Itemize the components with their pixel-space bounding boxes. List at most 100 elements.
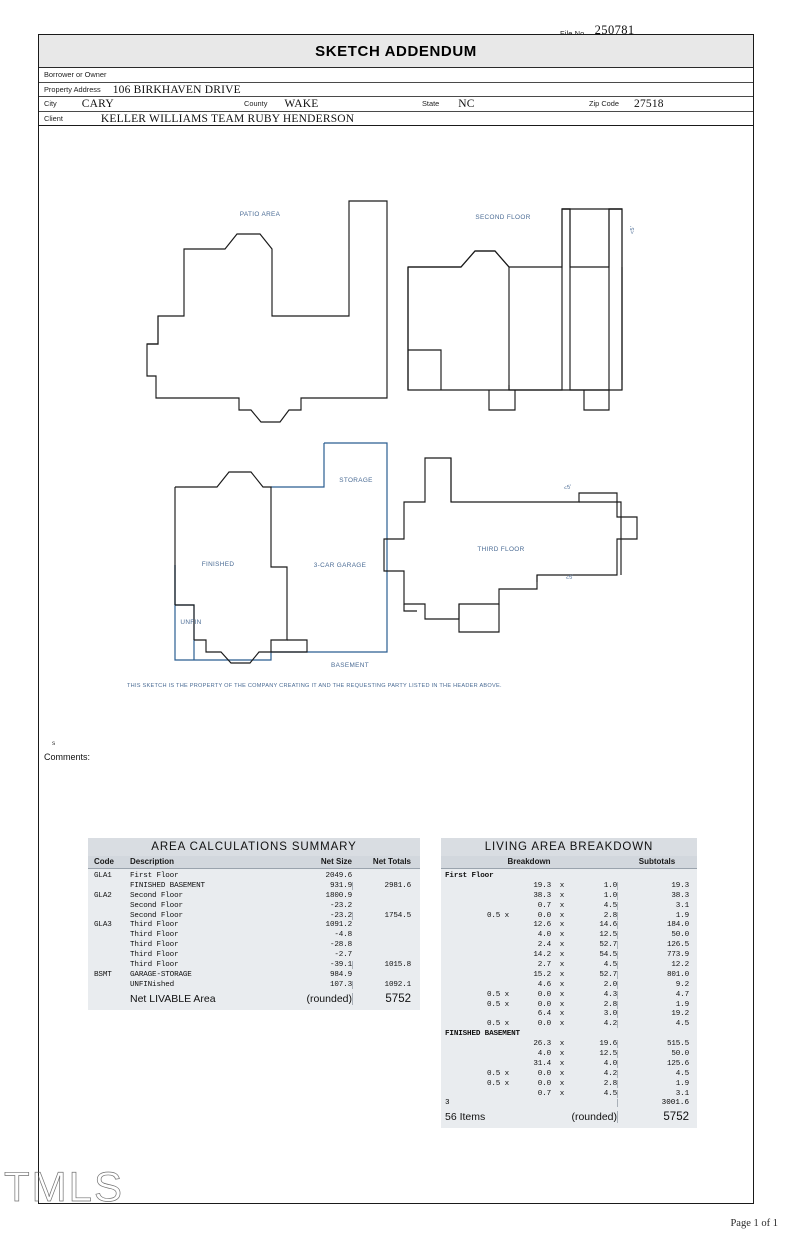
table-cell: x (559, 911, 565, 920)
living-area-footer: 56 Items (rounded) 5752 (441, 1108, 697, 1128)
living-area-running-row: 3 3001.6 (441, 1098, 697, 1108)
third-floor-under-five-bottom-label: <5' (565, 574, 574, 582)
table-cell: 1092.1 (352, 980, 420, 989)
table-cell: x (559, 901, 565, 910)
table-cell: 6.4 (537, 1010, 551, 1019)
table-cell: x (559, 1089, 565, 1098)
county-value[interactable]: WAKE (284, 98, 319, 110)
city-cell: City CARY (39, 98, 114, 110)
third-floor-outline (383, 457, 638, 633)
table-cell: 0.5 x (486, 1069, 509, 1078)
table-cell: x (559, 1069, 565, 1078)
table-cell: 4.6 (537, 980, 551, 989)
net-livable-rounded-label: (rounded) (306, 992, 352, 1005)
zip-value[interactable]: 27518 (634, 98, 664, 110)
table-cell: 3.1 (617, 1089, 697, 1098)
table-cell: x (559, 970, 565, 979)
table-cell: 2.8 (603, 1079, 617, 1088)
table-cell: Third Floor (130, 941, 179, 950)
table-cell: Second Floor (130, 891, 183, 900)
client-value[interactable]: KELLER WILLIAMS TEAM RUBY HENDERSON (100, 112, 355, 125)
table-cell: 12.6 (533, 921, 551, 930)
garage-label: 3-CAR GARAGE (314, 562, 367, 569)
running-value: 3001.6 (617, 1099, 697, 1108)
items-count-label: 56 Items (445, 1110, 486, 1123)
table-cell: x (559, 1049, 565, 1058)
table-cell: FINISHED BASEMENT (130, 881, 205, 890)
table-cell: Second Floor (130, 911, 183, 920)
property-address-label: Property Address (44, 84, 101, 94)
table-row: Third Floor-4.8 (88, 930, 420, 940)
file-number-value: 250781 (594, 23, 635, 37)
table-cell: 19.3 (533, 881, 551, 890)
table-cell: 0.0 (537, 990, 551, 999)
table-cell: 12.5 (599, 931, 617, 940)
table-cell: First Floor (130, 871, 179, 880)
table-cell: 4.7 (617, 990, 697, 999)
living-area-total-value: 5752 (617, 1110, 697, 1123)
table-cell: 984.9 (329, 970, 352, 979)
area-calculations-summary-table: AREA CALCULATIONS SUMMARY Code Descripti… (88, 838, 420, 1010)
floor-heading-label: First Floor (445, 871, 494, 880)
table-cell: x (559, 1020, 565, 1029)
table-cell: 52.7 (599, 970, 617, 979)
table-cell: 2.4 (537, 941, 551, 950)
table-cell: 26.3 (533, 1040, 551, 1049)
table-cell: 15.2 (533, 970, 551, 979)
sketch-disclaimer: THIS SKETCH IS THE PROPERTY OF THE COMPA… (127, 683, 502, 689)
comments-label: Comments: (44, 752, 91, 762)
table-cell: 0.0 (537, 1020, 551, 1029)
second-floor-label: SECOND FLOOR (475, 214, 530, 221)
state-label: State (422, 99, 440, 108)
table-cell: x (559, 931, 565, 940)
table-cell: x (559, 980, 565, 989)
table-cell: x (559, 1079, 565, 1088)
floor-heading-row: First Floor (441, 871, 697, 881)
column-header-description: Description (130, 857, 175, 866)
column-header-net-size: Net Size (320, 857, 352, 866)
living-area-breakdown-table: LIVING AREA BREAKDOWN Breakdown Subtotal… (441, 838, 697, 1128)
table-cell: -39.1 (329, 960, 352, 969)
table-cell: 3.1 (617, 901, 697, 910)
table-cell: 12.2 (617, 960, 697, 969)
table-cell: 1015.8 (352, 960, 420, 969)
third-floor-under-five-top-label: <5' (563, 484, 572, 492)
table-cell: 4.2 (603, 1069, 617, 1078)
living-area-title: LIVING AREA BREAKDOWN (441, 838, 697, 856)
table-cell: 801.0 (617, 970, 697, 979)
table-cell: 4.5 (603, 1089, 617, 1098)
table-cell: x (559, 1059, 565, 1068)
table-cell: Third Floor (130, 931, 179, 940)
city-label: City (44, 99, 57, 108)
column-header-subtotals: Subtotals (638, 857, 676, 866)
table-cell: 2.7 (537, 960, 551, 969)
table-cell: 4.5 (617, 1069, 697, 1078)
header-fields: Borrower or Owner Property Address 106 B… (39, 68, 753, 126)
city-value[interactable]: CARY (81, 98, 114, 110)
table-cell: 0.7 (537, 901, 551, 910)
table-cell: 773.9 (617, 951, 697, 960)
state-cell: State NC (417, 98, 475, 110)
area-calculations-header: Code Description Net Size Net Totals (88, 856, 420, 869)
borrower-row: Borrower or Owner (39, 68, 753, 83)
table-cell: x (559, 921, 565, 930)
property-address-value[interactable]: 106 BIRKHAVEN DRIVE (112, 83, 241, 96)
state-value[interactable]: NC (458, 98, 475, 110)
table-row: Third Floor-28.8 (88, 940, 420, 950)
table-cell: 2049.6 (325, 871, 353, 880)
table-cell: 3.0 (603, 1010, 617, 1019)
